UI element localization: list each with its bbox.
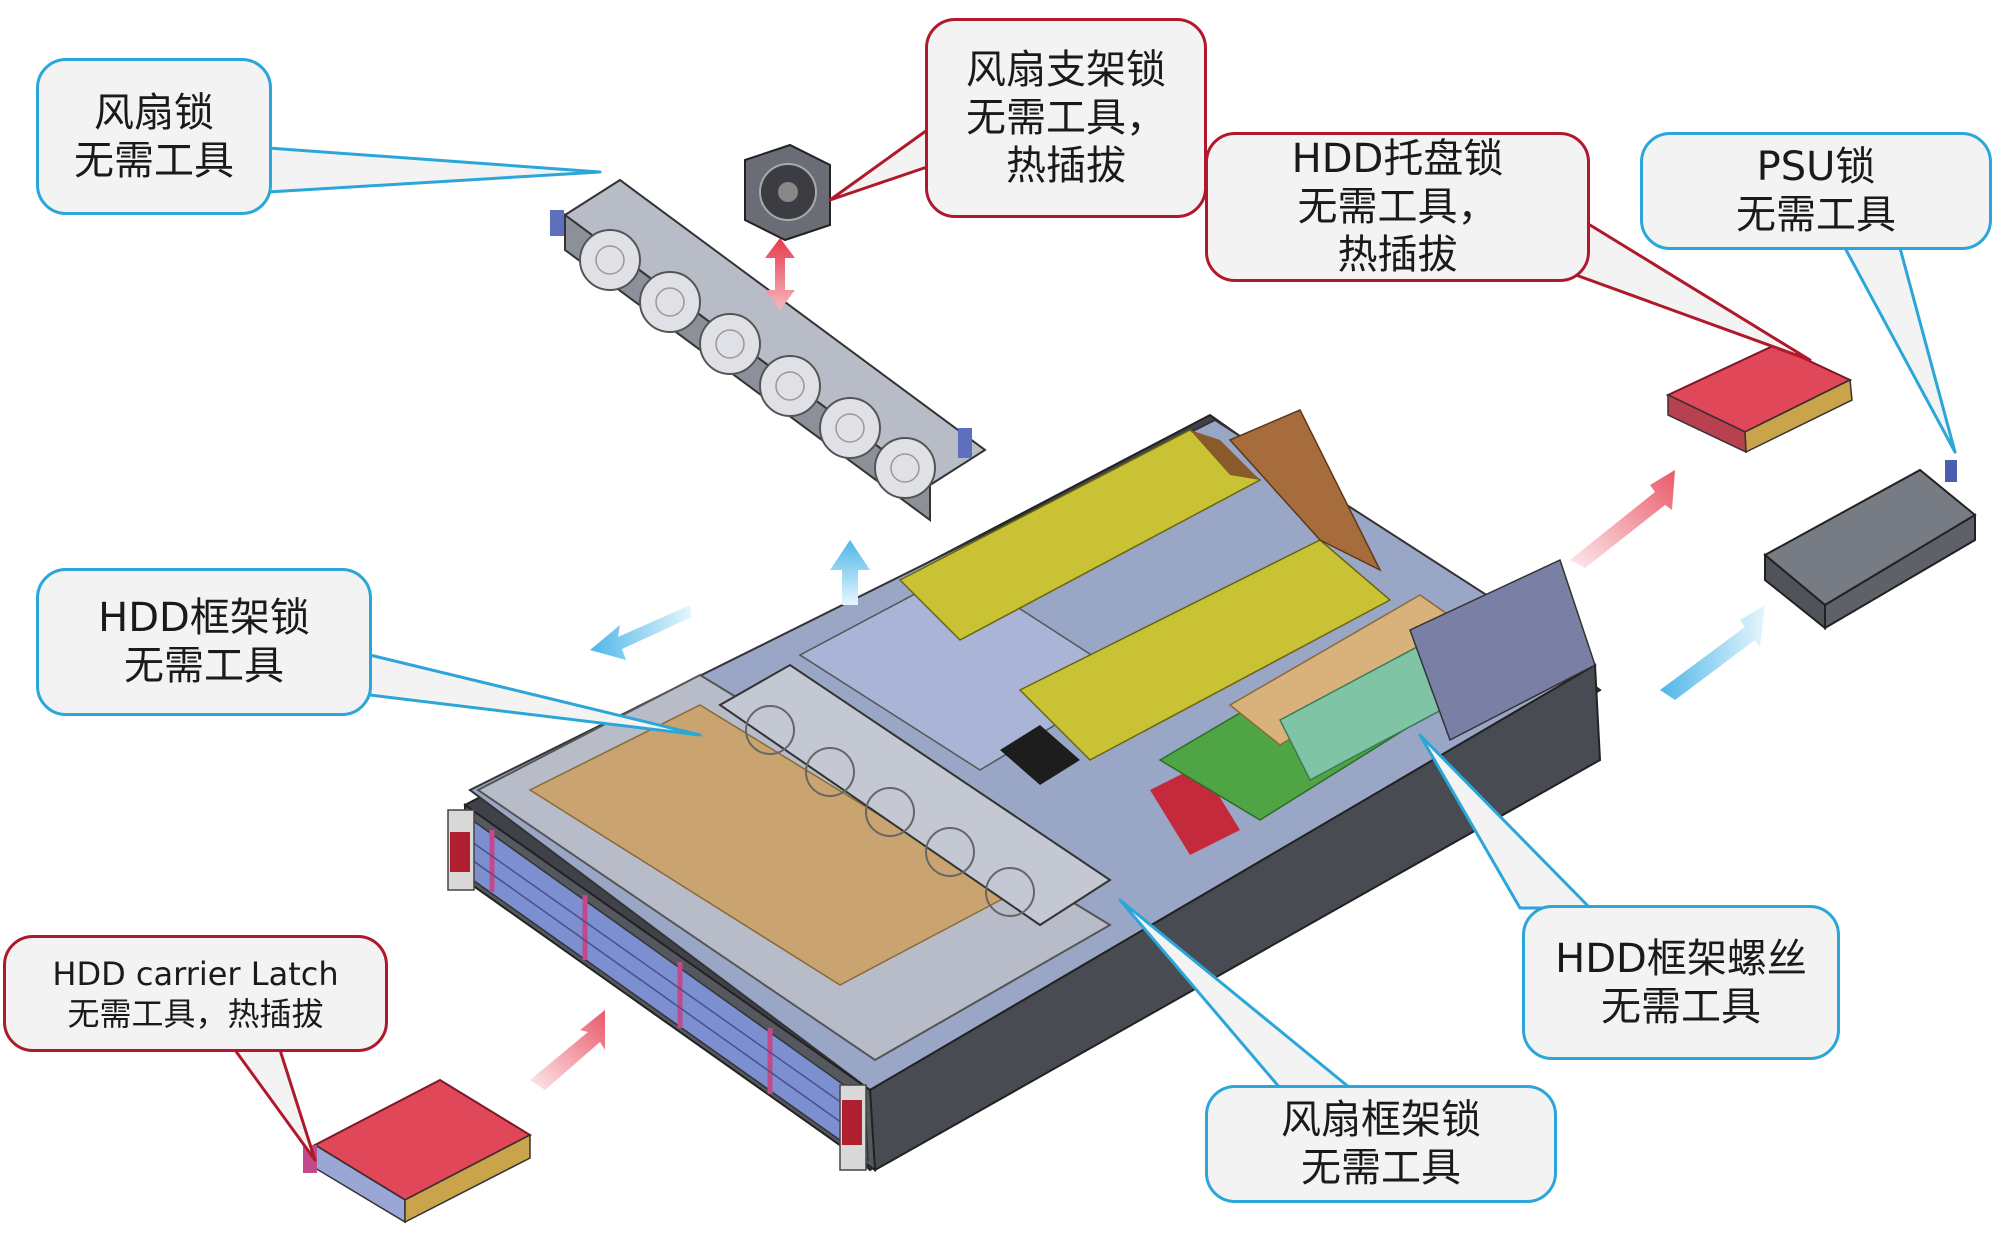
callout-fan-bracket-lock: 风扇支架锁 无需工具， 热插拔	[925, 18, 1207, 218]
callout-fan-frame-lock-line2: 无需工具	[1301, 1145, 1461, 1191]
callout-hdd-tray-lock-line3: 热插拔	[1337, 232, 1458, 278]
callout-hdd-tray-lock-line2: 无需工具，	[1297, 184, 1498, 230]
callout-fan-lock-line1: 风扇锁	[94, 89, 214, 136]
callout-hdd-frame-screw: HDD框架螺丝 无需工具	[1522, 905, 1840, 1060]
callout-hdd-tray-lock: HDD托盘锁 无需工具， 热插拔	[1205, 132, 1590, 282]
callout-hdd-frame-lock: HDD框架锁 无需工具	[36, 568, 372, 716]
callout-hdd-frame-lock-line1: HDD框架锁	[98, 595, 310, 641]
hdd-cage-cover	[476, 673, 1112, 1062]
callout-hdd-frame-screw-line1: HDD框架螺丝	[1555, 935, 1807, 982]
interior-components	[798, 409, 1596, 855]
callout-hdd-frame-screw-line2: 无需工具	[1601, 983, 1761, 1030]
callout-fan-bracket-lock-line1: 风扇支架锁	[966, 47, 1166, 93]
callout-fan-frame-lock: 风扇框架锁 无需工具	[1205, 1085, 1557, 1203]
hdd-tray	[1665, 343, 1853, 454]
callout-fan-lock-line2: 无需工具	[74, 137, 234, 184]
callout-psu-lock: PSU锁 无需工具	[1640, 132, 1992, 250]
callout-hdd-carrier-latch-line1: HDD carrier Latch	[52, 954, 339, 993]
hdd-bays	[447, 809, 869, 1171]
arrow-psu	[1660, 605, 1765, 700]
callout-hdd-carrier-latch: HDD carrier Latch 无需工具，热插拔	[3, 935, 388, 1052]
arrow-hdd-frame	[590, 605, 692, 660]
arrow-fan-assembly	[830, 540, 870, 605]
psu	[1763, 460, 1977, 631]
callout-fan-bracket-lock-line3: 热插拔	[1006, 143, 1126, 189]
arrow-hdd-carrier	[530, 1010, 605, 1090]
callout-fan-frame-lock-line1: 风扇框架锁	[1281, 1097, 1481, 1143]
arrow-fan-bracket	[765, 238, 795, 310]
callout-psu-lock-line2: 无需工具	[1736, 192, 1896, 238]
callout-fan-bracket-lock-line2: 无需工具，	[966, 95, 1166, 141]
single-fan-module	[744, 143, 831, 242]
callout-hdd-carrier-latch-line2: 无需工具，热插拔	[67, 994, 324, 1033]
internal-fan-wall	[718, 663, 1112, 927]
callout-psu-lock-line1: PSU锁	[1756, 144, 1876, 190]
arrow-hdd-tray	[1570, 470, 1675, 568]
callout-hdd-tray-lock-line1: HDD托盘锁	[1291, 136, 1504, 182]
callout-fan-lock: 风扇锁 无需工具	[36, 58, 272, 215]
hdd-carrier	[303, 1078, 533, 1224]
fan-assembly	[550, 178, 987, 522]
callout-hdd-frame-lock-line2: 无需工具	[124, 643, 284, 689]
